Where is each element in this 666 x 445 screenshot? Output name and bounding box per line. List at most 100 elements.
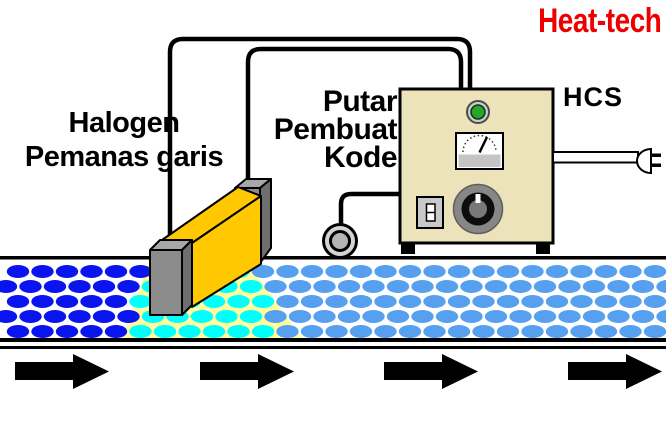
material-oval: [533, 280, 557, 293]
material-oval: [227, 295, 250, 308]
material-oval: [521, 325, 544, 338]
control-knob[interactable]: [452, 183, 504, 235]
material-oval: [19, 310, 42, 323]
material-oval: [129, 265, 152, 278]
material-oval: [129, 325, 152, 338]
material-oval: [31, 265, 54, 278]
material-oval: [43, 310, 67, 323]
heater-front-cap: [149, 239, 193, 316]
material-oval: [594, 265, 618, 278]
belt-table-line: [0, 346, 666, 349]
material-oval: [423, 265, 446, 278]
material-oval: [509, 310, 532, 323]
encoder-label-line3: Kode: [324, 141, 398, 174]
material-oval: [594, 325, 618, 338]
material-oval: [435, 310, 459, 323]
flow-arrows: [15, 354, 662, 389]
heater-cables: [167, 36, 473, 245]
material-oval: [276, 265, 299, 278]
heater-label-line1: Halogen: [68, 107, 180, 139]
rotary-encoder: [322, 223, 358, 259]
material-oval: [349, 295, 373, 308]
material-oval: [43, 280, 67, 293]
material-oval: [509, 280, 532, 293]
encoder-label-line1: Putar: [322, 85, 398, 118]
plug-icon: [636, 147, 652, 175]
material-oval: [545, 265, 569, 278]
material-oval: [643, 295, 666, 308]
material-oval: [374, 265, 397, 278]
material-oval: [288, 310, 312, 323]
conveyor-belt: [0, 256, 666, 349]
model-label: HCS: [563, 82, 624, 112]
material-oval: [472, 325, 495, 338]
flow-arrow-icon: [15, 354, 109, 389]
material-oval: [411, 310, 434, 323]
material-oval: [656, 310, 666, 323]
encoder-cable: [338, 191, 402, 228]
material-oval: [362, 310, 385, 323]
material-oval: [398, 295, 422, 308]
material-oval: [619, 295, 642, 308]
material-oval: [313, 310, 336, 323]
material-oval: [80, 265, 103, 278]
toggle-switch[interactable]: [416, 196, 444, 229]
flow-arrow-icon: [384, 354, 478, 389]
material-oval: [643, 265, 666, 278]
material-oval: [484, 310, 508, 323]
material-oval: [325, 325, 348, 338]
material-oval: [337, 310, 361, 323]
material-oval: [374, 295, 397, 308]
material-oval: [496, 295, 520, 308]
material-oval: [558, 310, 581, 323]
material-oval: [31, 325, 54, 338]
cable-rear: [245, 46, 464, 186]
material-oval: [582, 310, 606, 323]
material-oval: [447, 295, 471, 308]
material-oval: [631, 310, 655, 323]
material-oval: [570, 295, 593, 308]
heater-block: [149, 178, 272, 316]
material-oval: [386, 280, 410, 293]
indicator-light: [466, 100, 490, 124]
material-oval: [398, 325, 422, 338]
material-oval: [68, 280, 91, 293]
material-oval: [545, 325, 569, 338]
material-oval: [619, 265, 642, 278]
material-oval: [251, 295, 275, 308]
cable-front: [167, 36, 473, 245]
material-oval: [276, 295, 299, 308]
material-oval: [239, 310, 263, 323]
material-oval: [460, 310, 483, 323]
material-oval: [337, 280, 361, 293]
material-oval: [239, 280, 263, 293]
material-oval: [447, 265, 471, 278]
material-oval: [496, 325, 520, 338]
material-oval: [178, 325, 201, 338]
material-flow: [0, 265, 666, 338]
material-oval: [215, 310, 238, 323]
material-oval: [643, 325, 666, 338]
material-oval: [460, 280, 483, 293]
material-oval: [349, 265, 373, 278]
material-oval: [251, 265, 275, 278]
material-oval: [423, 295, 446, 308]
heater-label-line2: Pemanas garis: [24, 141, 224, 173]
material-oval: [202, 295, 226, 308]
material-oval: [472, 265, 495, 278]
material-oval: [398, 265, 422, 278]
material-oval: [80, 295, 103, 308]
material-oval: [300, 265, 324, 278]
material-oval: [484, 280, 508, 293]
material-oval: [92, 310, 116, 323]
material-oval: [594, 295, 618, 308]
meter-needle: [478, 136, 489, 154]
encoder-wheel-inner: [329, 230, 351, 252]
material-oval: [55, 295, 79, 308]
encoder-label: Putar Pembuat Kode: [250, 85, 398, 174]
power-cord: [552, 147, 661, 175]
encoder-label-line2: Pembuat: [273, 113, 398, 146]
material-oval: [300, 325, 324, 338]
material-oval: [533, 310, 557, 323]
material-oval: [0, 310, 18, 323]
